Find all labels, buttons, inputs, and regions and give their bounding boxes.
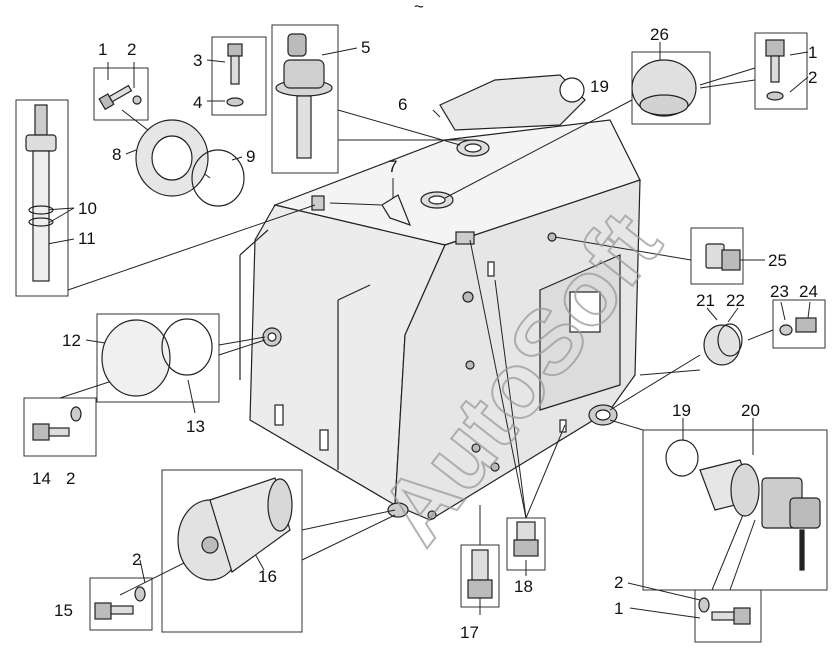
cap-26 <box>631 59 697 117</box>
bolt-1b-shank <box>770 55 780 83</box>
bolt-3-shank <box>230 55 240 85</box>
callout-10: 10 <box>78 199 97 218</box>
valve-20 <box>699 459 821 571</box>
bolt-15-shank <box>110 605 134 615</box>
callout-6: 6 <box>398 95 407 114</box>
ring-22 <box>717 323 743 357</box>
flange-8 <box>135 119 209 197</box>
callout-17: 17 <box>460 623 479 642</box>
callout-11: 11 <box>78 229 96 248</box>
callout-23: 23 <box>770 282 789 301</box>
strainer-16 <box>177 477 293 581</box>
clip-7 <box>381 194 412 227</box>
washer-4 <box>226 97 244 107</box>
gasket-9 <box>191 149 245 207</box>
top-mark: ~ <box>414 0 424 16</box>
washer-2c <box>134 586 146 602</box>
filler-neck-5 <box>275 33 333 159</box>
cover-12 <box>101 319 171 397</box>
callout-4: 4 <box>193 93 202 112</box>
bolt-3-head <box>227 43 243 57</box>
fuel-tank-body <box>239 74 641 521</box>
callout-13: 13 <box>186 417 205 436</box>
callout-20: 20 <box>741 401 760 420</box>
parts <box>25 33 821 625</box>
callout-16: 16 <box>258 567 277 586</box>
callout-1a: 1 <box>98 40 107 59</box>
callout-boxes <box>15 24 828 643</box>
callout-7: 7 <box>388 157 397 176</box>
callout-5: 5 <box>361 38 370 57</box>
washer-2d <box>766 91 784 101</box>
callout-19a: 19 <box>590 77 609 96</box>
callout-3: 3 <box>193 51 202 70</box>
callout-18: 18 <box>514 577 533 596</box>
washer-2e <box>698 597 710 613</box>
callout-25: 25 <box>768 251 787 270</box>
callout-24: 24 <box>799 282 818 301</box>
bolt-1 <box>98 84 133 111</box>
sensor-assembly-10-11 <box>25 104 57 282</box>
callout-2d: 2 <box>808 68 817 87</box>
washer-2 <box>132 95 142 105</box>
bolt-1c-head <box>733 607 751 625</box>
callout-8: 8 <box>112 145 121 164</box>
bolt-1c-shank <box>711 611 735 621</box>
callout-22: 22 <box>726 291 745 310</box>
bolt-15-head <box>94 602 112 620</box>
gasket-13 <box>161 318 213 376</box>
callout-19b: 19 <box>672 401 691 420</box>
bolt-14-shank <box>48 427 70 437</box>
plug-18 <box>513 521 539 557</box>
callout-labels: 1 2 3 4 5 6 7 8 9 10 11 12 13 14 2 15 2 … <box>32 25 818 642</box>
drain-valve-17 <box>467 549 493 599</box>
washer-2b <box>70 406 82 422</box>
leader-lines <box>41 42 811 619</box>
callout-21: 21 <box>696 291 715 310</box>
bolt-24 <box>795 317 817 333</box>
callout-14: 14 <box>32 469 51 488</box>
bolt-14-head <box>32 423 50 441</box>
callout-9: 9 <box>246 147 255 166</box>
callout-2e: 2 <box>614 573 623 592</box>
callout-26: 26 <box>650 25 669 44</box>
bolt-1b-head <box>765 39 785 57</box>
callout-15: 15 <box>54 601 73 620</box>
callout-1b: 1 <box>808 43 817 62</box>
callout-2b: 2 <box>66 469 75 488</box>
callout-2a: 2 <box>127 40 136 59</box>
washer-23 <box>779 324 793 336</box>
adapter-21 <box>703 324 741 366</box>
callout-2c: 2 <box>132 550 141 569</box>
callout-12: 12 <box>62 331 81 350</box>
gasket-19b <box>665 439 699 477</box>
callout-1c: 1 <box>614 599 623 618</box>
plug-25 <box>705 243 741 271</box>
